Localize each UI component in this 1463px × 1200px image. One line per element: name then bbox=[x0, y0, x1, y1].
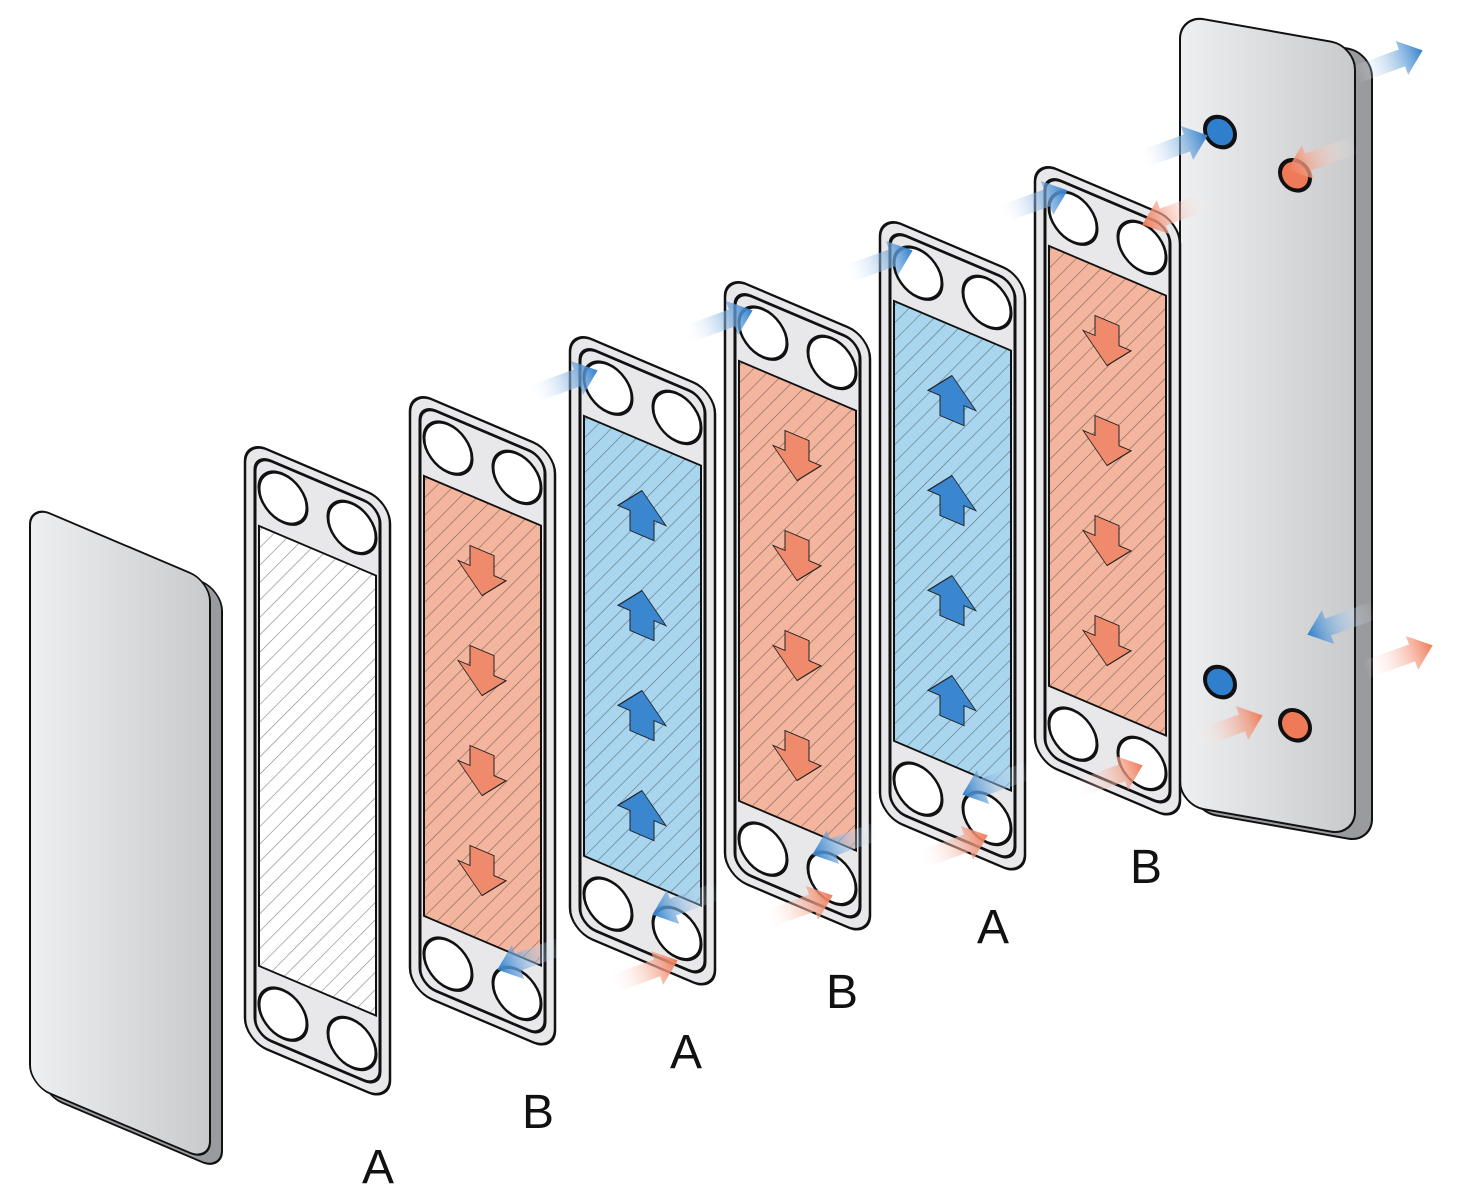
flow-down-arrow-icon bbox=[456, 644, 508, 697]
cold-flow-arrow-icon bbox=[1136, 125, 1208, 169]
cold-flow-arrow-icon bbox=[812, 821, 884, 865]
cold-flow-arrow-icon bbox=[652, 881, 724, 925]
flow-down-arrow-icon bbox=[456, 844, 508, 897]
port-hole bbox=[737, 821, 789, 877]
plate-label-b: B bbox=[826, 966, 859, 1019]
port-hole bbox=[422, 420, 474, 476]
hot-flow-arrow-icon bbox=[606, 950, 678, 994]
flow-up-arrow-icon bbox=[616, 489, 668, 542]
plate-label-a: A bbox=[977, 901, 1010, 954]
cold-flow-arrow-icon bbox=[962, 761, 1034, 805]
flow-up-arrow-icon bbox=[616, 789, 668, 842]
hot-flow-arrow-icon bbox=[1142, 191, 1214, 235]
hot-flow-arrow-icon bbox=[1361, 635, 1433, 679]
flow-down-arrow-icon bbox=[771, 429, 823, 482]
cold-flow-arrow-icon bbox=[681, 300, 753, 344]
port-hole bbox=[326, 1015, 378, 1072]
heat-exchanger-plate-b bbox=[408, 396, 557, 1046]
flow-down-arrow-icon bbox=[771, 729, 823, 782]
flow-down-arrow-icon bbox=[771, 629, 823, 682]
port-hole bbox=[651, 389, 703, 446]
flow-up-arrow-icon bbox=[926, 574, 978, 627]
flow-up-arrow-icon bbox=[616, 689, 668, 742]
cold-flow-arrow-icon bbox=[1351, 40, 1423, 84]
heat-exchanger-plate-b bbox=[723, 281, 872, 931]
flow-down-arrow-icon bbox=[456, 744, 508, 797]
port-hole bbox=[491, 449, 543, 506]
plate-label-b: B bbox=[522, 1086, 555, 1139]
flow-down-arrow-icon bbox=[771, 529, 823, 582]
hot-flow-arrow-icon bbox=[1287, 136, 1359, 180]
port-hole bbox=[892, 761, 944, 817]
port-hole bbox=[806, 334, 858, 391]
flow-up-arrow-icon bbox=[926, 374, 978, 427]
flow-down-arrow-icon bbox=[1081, 414, 1133, 467]
port-hole bbox=[326, 499, 378, 556]
port-hole bbox=[1116, 219, 1168, 276]
heat-exchanger-plate-b bbox=[1033, 166, 1182, 816]
flow-down-arrow-icon bbox=[1081, 614, 1133, 667]
plate-label-a: A bbox=[670, 1026, 703, 1079]
heat-exchanger-plate-a bbox=[568, 336, 717, 986]
plate-label-b: B bbox=[1130, 841, 1163, 894]
port-hole bbox=[1047, 190, 1099, 246]
flow-up-arrow-icon bbox=[926, 474, 978, 527]
flow-down-arrow-icon bbox=[1081, 514, 1133, 567]
flow-down-arrow-icon bbox=[456, 544, 508, 597]
cold-flow-arrow-icon bbox=[526, 360, 598, 404]
hot-flow-arrow-icon bbox=[1071, 755, 1143, 799]
port-hole bbox=[257, 470, 309, 526]
hot-flow-arrow-icon bbox=[916, 825, 988, 869]
cold-flow-arrow-icon bbox=[996, 180, 1068, 224]
port-hole bbox=[1047, 706, 1099, 762]
flow-up-arrow-icon bbox=[616, 589, 668, 642]
flow-up-arrow-icon bbox=[926, 674, 978, 727]
port-hole bbox=[582, 876, 634, 932]
port-hole bbox=[422, 936, 474, 992]
pressure-plate bbox=[1179, 17, 1373, 841]
fixed-frame-plate bbox=[29, 510, 223, 1165]
cold-flow-arrow-icon bbox=[497, 936, 569, 980]
hot-flow-arrow-icon bbox=[1191, 705, 1263, 749]
heat-exchanger-plate-a bbox=[243, 446, 392, 1096]
plate-label-a: A bbox=[362, 1141, 395, 1194]
cold-flow-arrow-icon bbox=[841, 240, 913, 284]
cold-flow-arrow-icon bbox=[1307, 601, 1379, 645]
port-hole bbox=[257, 986, 309, 1042]
port-hole bbox=[961, 274, 1013, 331]
hot-flow-arrow-icon bbox=[761, 885, 833, 929]
flow-down-arrow-icon bbox=[1081, 314, 1133, 367]
